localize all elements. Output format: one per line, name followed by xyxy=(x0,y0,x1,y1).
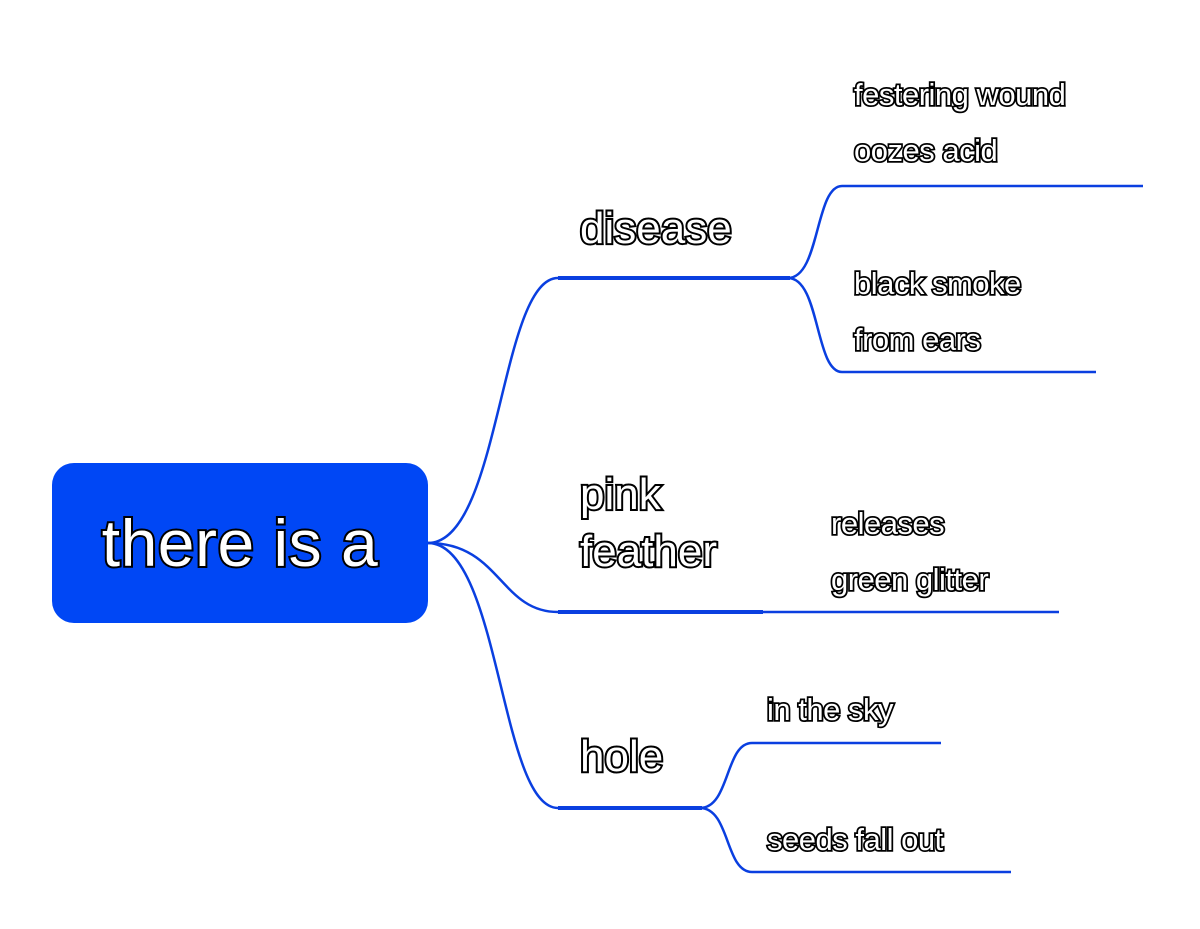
connector-disease-smoke xyxy=(787,276,843,374)
leaf-seeds-fall-out[interactable]: seeds fall out xyxy=(765,820,945,858)
root-label: there is a xyxy=(100,504,380,582)
connector-hole-sky xyxy=(699,741,753,810)
branch-hole[interactable]: hole xyxy=(578,730,665,783)
connector-hole-seeds xyxy=(699,806,753,874)
leaf-festering-wound[interactable]: festering wound oozes acid xyxy=(852,75,1067,169)
leaf-in-the-sky[interactable]: in the sky xyxy=(765,690,895,728)
connector-root-hole xyxy=(427,541,559,810)
branch-pink-feather[interactable]: pink feather xyxy=(578,468,719,578)
connector-root-disease xyxy=(427,276,559,545)
connector-root-pink-feather xyxy=(427,541,559,614)
leaf-black-smoke[interactable]: black smoke from ears xyxy=(852,264,1023,358)
root-node[interactable]: there is a xyxy=(52,463,428,623)
branch-disease[interactable]: disease xyxy=(578,202,734,255)
connector-disease-festering xyxy=(787,184,843,280)
leaf-green-glitter[interactable]: releases green glitter xyxy=(829,504,990,598)
